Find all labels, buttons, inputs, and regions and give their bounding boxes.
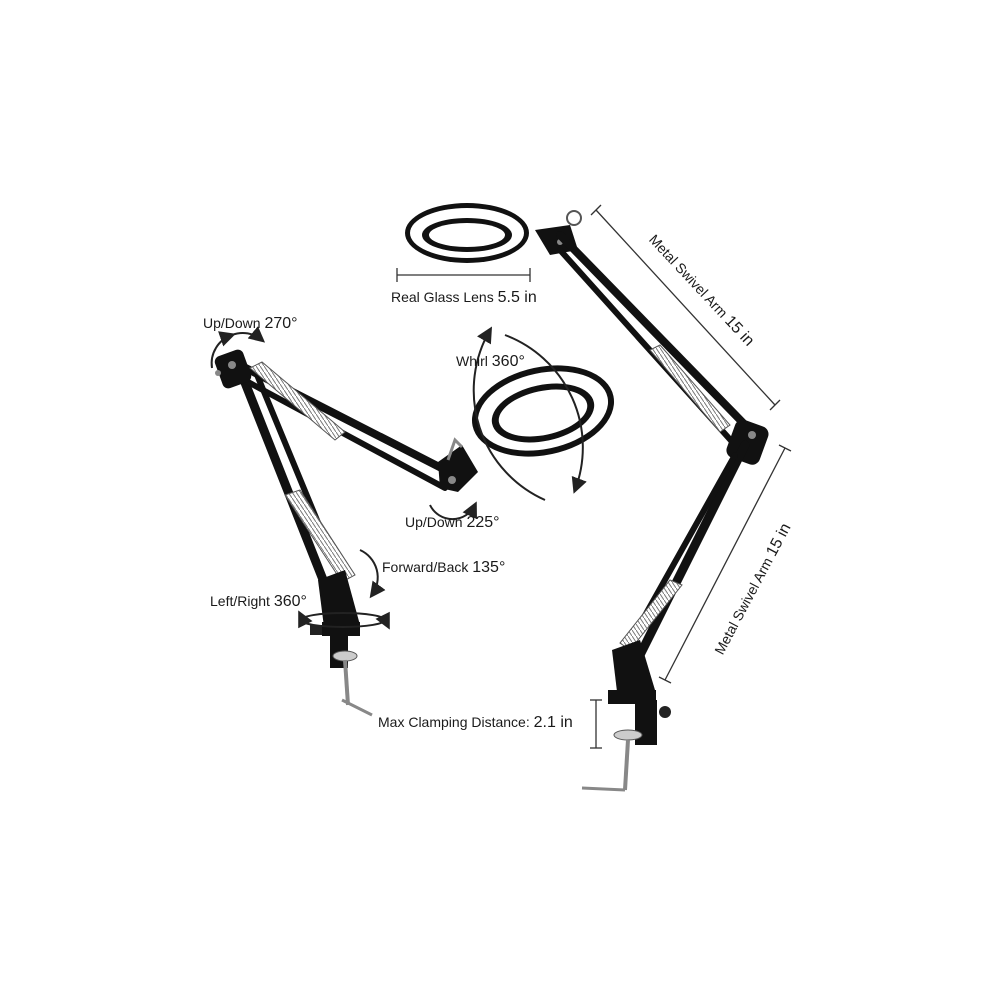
lens-label-value: 5.5 in [497,289,537,306]
clamp-label-text: Max Clamping Distance: [378,714,530,730]
left-magnifier-ring [471,365,615,457]
dimension-line-icon [396,268,531,282]
right-base-clamp [581,640,671,792]
dimension-line-icon [658,444,792,684]
left-head-joint [438,437,478,492]
left-top-joint [214,349,252,389]
up-down-top-text: Up/Down [203,315,261,331]
right-lamp [405,203,769,792]
up-down-head-value: 225° [466,514,500,531]
whirl-text: Whirl [456,353,488,369]
left-upper-arm [226,356,459,491]
up-down-head-label: Up/Down 225° [405,515,500,531]
whirl-value: 360° [491,353,525,370]
left-right-label: Left/Right 360° [210,594,307,610]
up-down-top-value: 270° [264,315,298,332]
forward-back-label: Forward/Back 135° [382,560,505,576]
left-lamp [214,349,615,717]
rotate-arrow-icon [429,501,477,521]
right-lower-arm [617,440,750,670]
left-right-value: 360° [273,593,307,610]
dimension-line-icon [590,204,781,411]
dimension-line-icon [590,699,602,749]
rotate-arrow-icon [298,610,390,630]
right-upper-arm [556,231,754,448]
whirl-label: Whirl 360° [456,354,525,370]
up-down-head-text: Up/Down [405,514,463,530]
lens-label-text: Real Glass Lens [391,289,494,305]
left-base-clamp [310,570,373,717]
lens-size-label: Real Glass Lens 5.5 in [391,290,537,306]
left-right-text: Left/Right [210,593,270,609]
forward-back-value: 135° [472,559,506,576]
rotate-arrow-icon [359,549,386,599]
clamp-distance-label: Max Clamping Distance: 2.1 in [378,715,573,731]
right-magnifier-ring [405,203,529,263]
up-down-top-label: Up/Down 270° [203,316,298,332]
rotate-arrow-icon [472,326,587,501]
forward-back-text: Forward/Back [382,559,469,575]
rotate-arrow-icon [210,326,266,369]
left-lower-arm [235,365,356,615]
clamp-label-value: 2.1 in [533,714,573,731]
